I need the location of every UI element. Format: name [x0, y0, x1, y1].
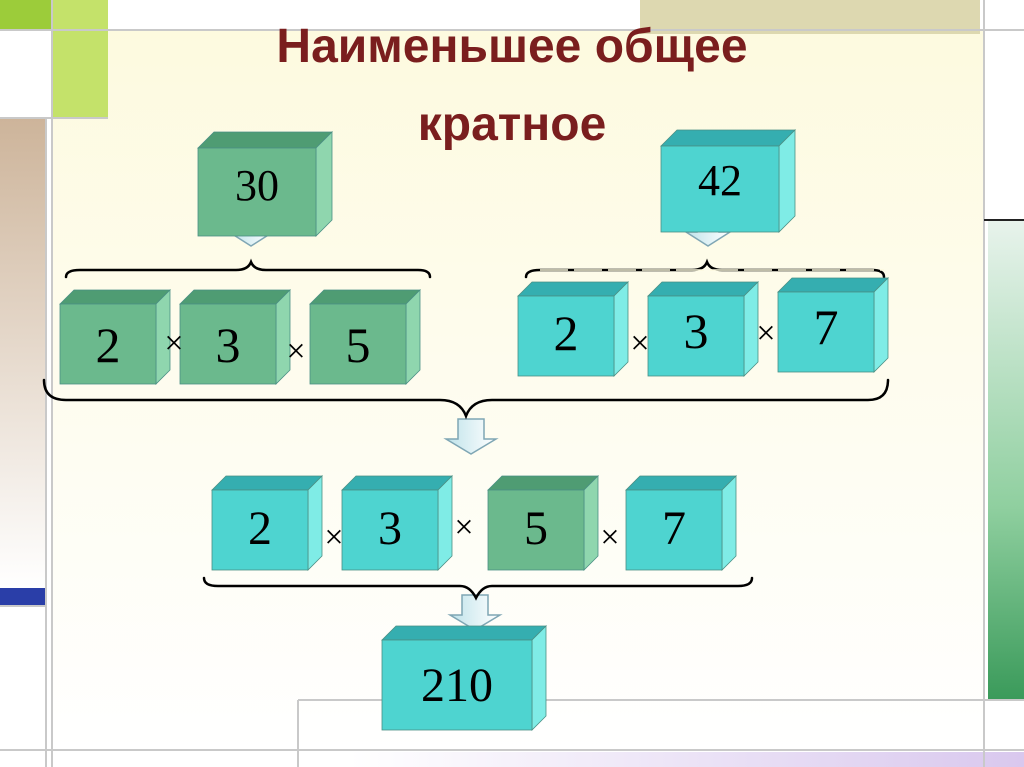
label-result-210: 210 — [421, 659, 493, 712]
label-factor-42-2: 3 — [684, 303, 709, 359]
label-factor-42-1: 2 — [554, 305, 579, 361]
title-line-2: кратное — [418, 98, 607, 151]
brace-30 — [64, 258, 432, 279]
cube-factor-30-3 — [309, 289, 421, 385]
label-factor-30-3: 5 — [346, 317, 371, 373]
multiply-icon: × — [324, 519, 343, 556]
label-lcm-4: 7 — [662, 502, 686, 555]
title-line-1: Наименьшее общее — [276, 20, 747, 73]
operators-layer: × × × × × × × — [164, 315, 775, 556]
multiply-icon: × — [600, 519, 619, 556]
label-lcm-3: 5 — [524, 502, 548, 555]
multiply-icon: × — [286, 333, 305, 370]
brace-union — [42, 378, 890, 420]
cube-lcm-2 — [341, 475, 453, 571]
labels-layer: 30 42 2 3 5 2 3 7 2 3 5 7 210 — [96, 156, 839, 712]
label-factor-30-1: 2 — [96, 317, 121, 373]
cube-30 — [197, 131, 333, 237]
cube-lcm-1 — [211, 475, 323, 571]
cube-factor-30-2 — [179, 289, 291, 385]
multiply-icon: × — [756, 315, 775, 352]
label-factor-30-2: 3 — [216, 317, 241, 373]
cube-42 — [660, 129, 796, 233]
brace-42 — [524, 258, 886, 279]
cube-result-210 — [381, 625, 547, 731]
cubes-layer — [59, 129, 889, 731]
multiply-icon: × — [630, 325, 649, 362]
multiply-icon: × — [164, 325, 183, 362]
arrow-down-icon — [447, 594, 503, 631]
cube-factor-42-2 — [647, 281, 759, 377]
cube-lcm-3 — [487, 475, 599, 571]
cube-factor-42-1 — [517, 281, 629, 377]
arrow-down-icon — [443, 418, 499, 455]
multiply-icon: × — [454, 509, 473, 546]
cube-lcm-4 — [625, 475, 737, 571]
label-42: 42 — [698, 156, 742, 205]
label-30: 30 — [235, 161, 279, 210]
cube-factor-30-1 — [59, 289, 171, 385]
cube-factor-42-3 — [777, 277, 889, 373]
brace-lcm — [202, 576, 754, 601]
label-lcm-2: 3 — [378, 502, 402, 555]
label-factor-42-3: 7 — [814, 299, 839, 355]
label-lcm-1: 2 — [248, 502, 272, 555]
braces — [42, 258, 890, 601]
